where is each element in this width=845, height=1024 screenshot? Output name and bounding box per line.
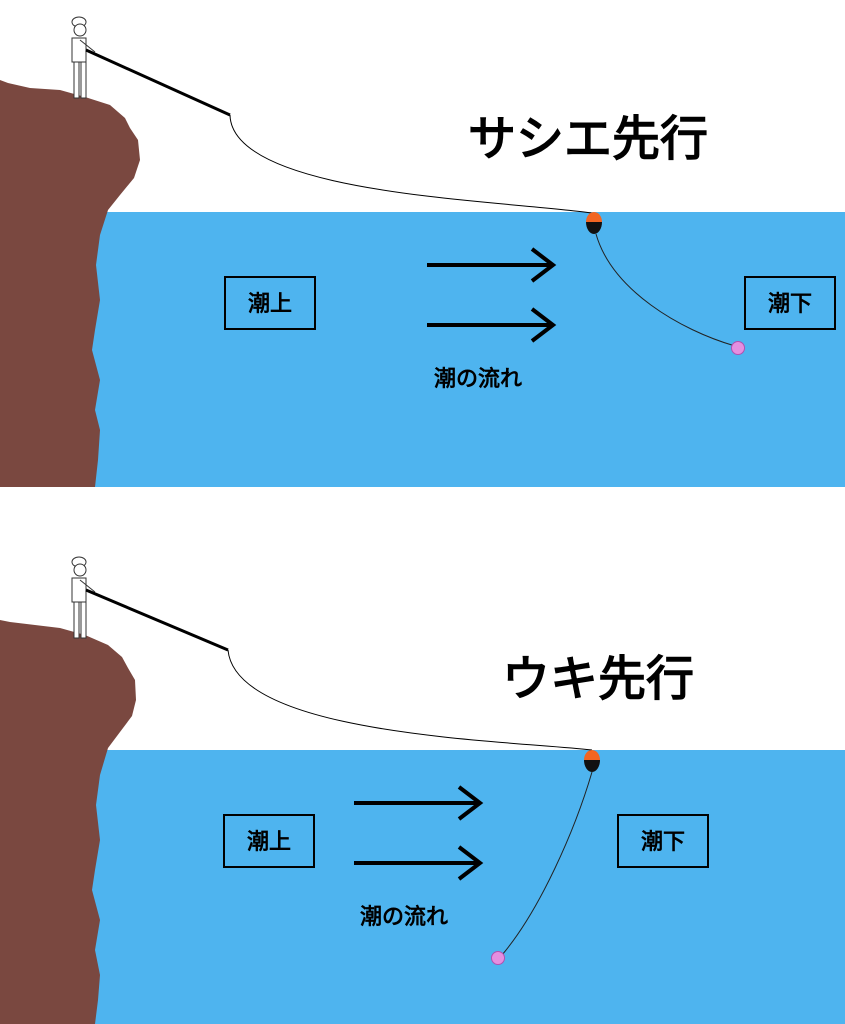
bait-line — [595, 233, 736, 347]
panel-sashie-senko: サシエ先行 潮上 潮下 潮の流れ — [0, 0, 845, 487]
bait-icon — [731, 341, 745, 355]
fishing-line — [227, 649, 593, 751]
float-icon — [584, 750, 600, 772]
sky — [0, 487, 845, 750]
current-label: 潮の流れ — [434, 366, 522, 392]
bait-icon — [491, 951, 505, 965]
panel-uki-senko: ウキ先行 潮上 潮下 潮の流れ — [0, 487, 845, 1024]
upstream-label: 潮上 — [248, 292, 292, 317]
upstream-box: 潮上 — [223, 814, 315, 868]
water — [0, 212, 845, 487]
fishing-rod-icon — [85, 588, 229, 652]
downstream-label: 潮下 — [641, 830, 685, 855]
upstream-box: 潮上 — [224, 276, 316, 330]
panel-title: サシエ先行 — [468, 111, 708, 167]
sky — [0, 0, 845, 212]
cliff — [0, 80, 140, 487]
current-label: 潮の流れ — [360, 904, 448, 930]
downstream-label: 潮下 — [768, 292, 812, 317]
fishing-line — [229, 114, 593, 214]
fishing-rod-icon — [85, 48, 231, 117]
bait-line — [501, 771, 593, 956]
cliff — [0, 620, 136, 1024]
upstream-label: 潮上 — [247, 830, 291, 855]
angler-icon — [71, 556, 96, 639]
current-arrow-icon — [354, 785, 484, 881]
current-arrow-icon — [427, 247, 557, 343]
panel-title: ウキ先行 — [502, 651, 694, 707]
water — [0, 750, 845, 1024]
float-icon — [586, 212, 602, 234]
downstream-box: 潮下 — [617, 814, 709, 868]
downstream-box: 潮下 — [744, 276, 836, 330]
